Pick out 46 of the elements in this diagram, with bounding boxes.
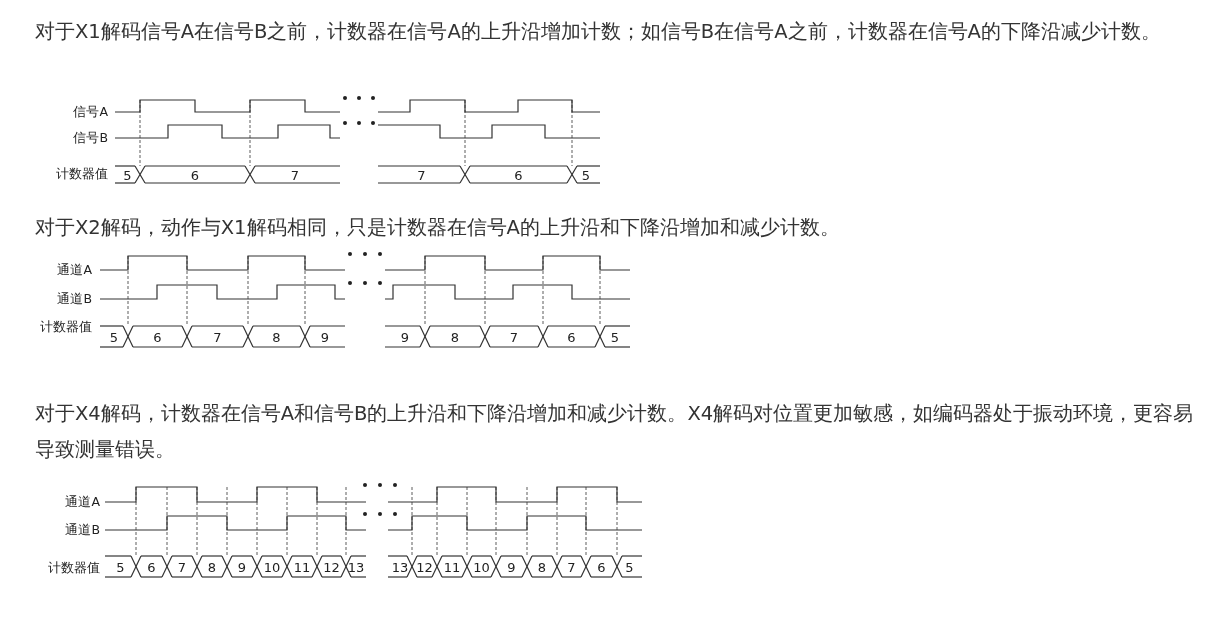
signal-name: 通道B — [56, 291, 92, 307]
counter-value: 6 — [567, 329, 576, 344]
counter-value: 9 — [237, 559, 247, 574]
signal-name: 通道A — [64, 494, 100, 510]
counter-value: 11 — [443, 559, 461, 574]
counter-value: 5 — [610, 329, 620, 344]
signal-name: 信号A — [72, 104, 108, 120]
counter-value: 8 — [207, 559, 217, 574]
counter-value: 7 — [417, 167, 426, 182]
counter-value: 5 — [581, 167, 591, 182]
counter-value: 5 — [109, 329, 119, 344]
counter-value: 8 — [537, 559, 547, 574]
counter-value: 10 — [473, 559, 490, 574]
counter-value: 8 — [450, 329, 460, 344]
paragraph: 对于X4解码，计数器在信号A和信号B的上升沿和下降沿增加和减少计数。X4解码对位置更加敏感，如编码器处于振动环境，更容易导致测量错误。 — [35, 401, 1195, 463]
counter-value: 7 — [177, 559, 187, 574]
counter-value: 7 — [509, 329, 519, 344]
counter-value: 9 — [400, 329, 410, 344]
counter-value: 10 — [263, 559, 281, 574]
counter-value: 5 — [625, 559, 634, 574]
counter-name: 计数器值 — [40, 318, 92, 336]
counter-value: 7 — [290, 167, 300, 182]
counter-name: 计数器值 — [55, 166, 108, 182]
counter-value: 11 — [293, 559, 311, 574]
counter-value: 6 — [514, 167, 523, 182]
counter-value: 12 — [416, 559, 433, 574]
counter-value: 9 — [507, 559, 516, 574]
counter-value: 6 — [147, 559, 156, 574]
counter-value: 8 — [272, 329, 281, 344]
counter-value: 6 — [597, 559, 606, 574]
counter-value: 5 — [123, 167, 132, 182]
signal-name: 信号B — [72, 130, 108, 146]
counter-value: 9 — [320, 329, 330, 344]
counter-name: 计数器值 — [47, 560, 100, 576]
counter-value: 7 — [567, 559, 576, 574]
counter-value: 12 — [323, 559, 340, 574]
counter-value: 13 — [347, 559, 365, 574]
signal-name: 通道B — [64, 522, 100, 538]
counter-value: 6 — [153, 329, 162, 344]
counter-value: 13 — [391, 559, 409, 574]
counter-value: 6 — [190, 167, 200, 182]
counter-value: 7 — [213, 329, 222, 344]
counter-value: 5 — [116, 559, 125, 574]
paragraph: 对于X2解码，动作与X1解码相同，只是计数器在信号A的上升沿和下降沿增加和减少计数。 — [35, 215, 841, 241]
paragraph: 对于X1解码信号A在信号B之前，计数器在信号A的上升沿增加计数；如信号B在信号A之前，计数器在信号A的下降沿减少计数。 — [35, 19, 1162, 45]
signal-name: 通道A — [56, 262, 92, 278]
